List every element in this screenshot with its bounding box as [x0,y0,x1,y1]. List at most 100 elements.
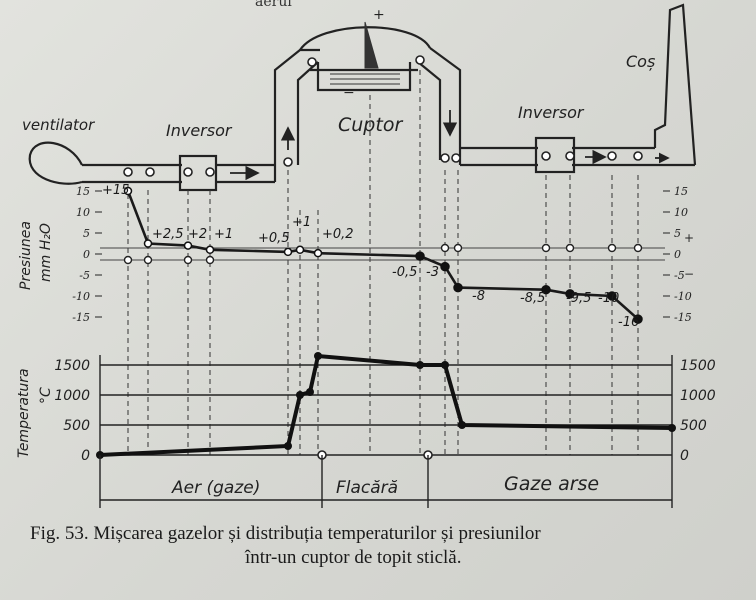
pressure-data-label: +1 [214,227,233,242]
label-cos: Coș [626,52,655,71]
ventilator-body [28,141,83,185]
pressure-data-label: +0,2 [322,227,354,242]
pressure-point [295,245,305,255]
pressure-tick-label-right: -5 [674,269,685,282]
header-fragment: aerul [255,0,292,10]
pressure-tick-label-right: 5 [674,227,681,240]
zone-flacara: Flacără [336,478,398,498]
label-ventilator: ventilator [22,116,95,134]
temperature-panel: 1500 1000 500 0 1500 1000 500 0 Temperatura °C [16,352,716,464]
temperature-point [306,388,314,396]
pressure-tick-label-left: 10 [76,206,90,219]
pressure-data-label: +2 [188,227,207,242]
pressure-tap [205,255,215,265]
label-inversor-left: Inversor [166,121,233,140]
temperature-point [296,391,304,399]
temperature-tick-label-left: 500 [63,418,90,434]
temperature-grid [100,364,672,456]
pressure-tick-label-left: 15 [76,185,90,198]
temperature-point [416,361,424,369]
zone-gaze-arse: Gaze arse [504,473,599,495]
temperature-tick-label-right: 0 [680,448,689,464]
caption-line-2: într-un cuptor de topit sticlă. [245,547,462,568]
pressure-point [143,239,153,248]
melt-bath [316,62,412,92]
left-flue-inner [296,61,319,165]
temperature-tick-label-right: 1000 [680,388,716,404]
temperature-tick-label-right: 1500 [680,358,716,374]
temperature-axis-unit: °C [38,387,54,404]
pressure-data-label: +1 [292,215,311,230]
temperature-tick-label-left: 0 [81,448,90,464]
pressure-axis-title: Presiunea [18,221,34,290]
pressure-data-label: -9,5 [566,291,591,306]
pressure-tap [183,255,193,265]
pressure-zero-taps [123,243,643,265]
pressure-point [183,241,193,250]
pressure-tick-label-left: -5 [79,269,90,282]
pressure-data-label: -3 [426,265,439,280]
temperature-ticks-right: 1500 1000 500 0 [680,358,716,464]
schematic-taps [123,55,643,177]
label-minus: − [343,85,355,101]
pressure-data-label: -8 [472,289,485,304]
right-flue-outer [429,47,462,165]
pressure-tap [123,255,133,265]
furnace-schematic [28,3,697,192]
pressure-tick-label-right: -15 [674,311,692,324]
pressure-point [565,289,575,299]
pressure-tick-label-right: -10 [674,290,692,303]
melt-hatching [330,21,400,85]
label-inversor-right: Inversor [518,103,585,122]
left-inversor-body [178,154,218,192]
flow-arrows [230,110,670,181]
pressure-point [453,282,463,293]
pressure-tap [440,243,450,253]
pressure-point [283,247,293,257]
pressure-tick-label-left: -10 [72,290,90,303]
pressure-axis-unit: mm H₂O [38,223,54,282]
pressure-tick-label-right: 15 [674,185,688,198]
pressure-point [633,314,643,324]
pressure-data-label: +15 [102,183,129,198]
pressure-tick-label-left: -15 [72,311,90,324]
pressure-tap [453,243,463,253]
temperature-tick-label-left: 1500 [54,358,90,374]
pressure-line [126,190,639,321]
temperature-point [284,442,292,450]
temperature-ticks-left: 1500 1000 500 0 [54,358,90,464]
temperature-axis-title: Temperatura [16,368,32,458]
temperature-point [668,424,676,432]
pressure-tick-label-left: 0 [83,248,90,261]
pressure-point [607,291,617,301]
pressure-data-label: -16 [618,315,639,330]
pressure-data-label: +2,5 [152,227,184,242]
temperature-tick-label-left: 1000 [54,388,90,404]
pressure-ticks-left: 15 10 5 0 -5 -10 -15 [72,185,102,324]
temperature-points [96,352,676,459]
pressure-neg-sign: − [684,267,694,281]
left-duct [82,163,275,184]
pressure-pos-sign: + [684,231,694,245]
pressure-points: +15+2,5+2+1+0,5+1+0,2-0,5-3-8-8,5-9,5-10… [102,183,643,330]
pressure-tap [607,243,617,253]
pressure-point [313,248,323,258]
temperature-line [99,353,673,457]
chimney [653,3,697,166]
pressure-point [415,251,425,261]
pressure-tap [633,243,643,253]
pressure-data-label: -0,5 [392,265,417,280]
caption-line-1: Fig. 53. Mișcarea gazelor și distribuția… [30,523,541,544]
temperature-tick-label-right: 500 [680,418,707,434]
pressure-tick-label-right: 10 [674,206,688,219]
pressure-point [123,186,133,196]
pressure-point [440,261,450,272]
left-flue-outer [273,48,320,182]
pressure-tick-label-left: 5 [83,227,90,240]
label-cuptor: Cuptor [338,114,403,136]
label-plus: + [373,7,385,23]
